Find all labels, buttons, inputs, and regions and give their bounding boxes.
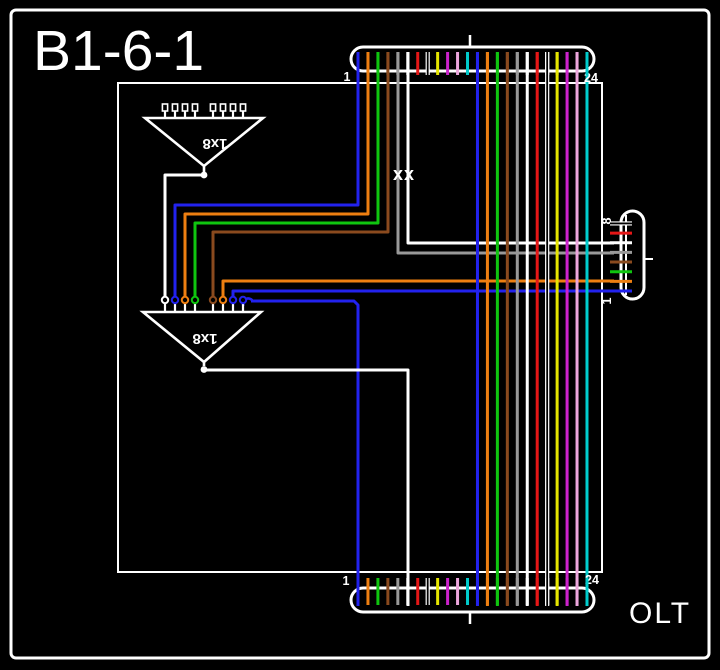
top-connector-label-1: 1 bbox=[344, 70, 351, 84]
lower-port-splice-8 bbox=[238, 295, 248, 305]
fiber-wire-orange bbox=[183, 52, 370, 298]
lower-port-splice-6 bbox=[218, 295, 228, 305]
fiber-wire-blue bbox=[251, 299, 360, 606]
fiber-wires bbox=[163, 52, 614, 606]
page-title: B1-6-1 bbox=[33, 19, 204, 83]
upper-port-terminator-5 bbox=[209, 103, 217, 112]
upper-port-terminator-2 bbox=[171, 103, 179, 112]
splice-mark: xx bbox=[393, 164, 415, 184]
upper-port-terminator-8 bbox=[239, 103, 247, 112]
lower-port-splice-1 bbox=[160, 295, 170, 305]
bottom-connector-pins bbox=[356, 578, 589, 605]
splitter-lower-ports bbox=[160, 295, 248, 312]
upper-port-terminator-3 bbox=[181, 103, 189, 112]
fiber-wire-blue bbox=[173, 52, 360, 298]
lower-port-splice-7 bbox=[228, 295, 238, 305]
upper-port-terminator-4 bbox=[191, 103, 199, 112]
fiber-wire-orange bbox=[221, 279, 614, 298]
right-connector-pins bbox=[610, 221, 632, 293]
right-connector-label-8: 8 bbox=[600, 217, 614, 224]
splitter-lower-input-dot bbox=[200, 366, 208, 373]
splitter-lower-label: 1x8 bbox=[192, 330, 217, 347]
fiber-wire-white bbox=[163, 173, 203, 298]
olt-label: OLT bbox=[629, 597, 691, 630]
bottom-connector-label-24: 24 bbox=[585, 573, 599, 587]
bottom-connector: 1 24 bbox=[343, 573, 599, 624]
top-connector-pins bbox=[356, 52, 589, 75]
upper-port-terminator-6 bbox=[219, 103, 227, 112]
splitter-lower: 1x8 bbox=[139, 295, 265, 373]
cable-zone-border bbox=[117, 82, 603, 573]
splitter-upper-input-dot bbox=[200, 171, 208, 179]
lower-port-splice-3 bbox=[180, 295, 190, 305]
lower-port-splice-4 bbox=[190, 295, 200, 305]
splitter-upper-ports bbox=[161, 103, 247, 118]
splitter-upper-label: 1x8 bbox=[202, 135, 227, 152]
fiber-wire-brown bbox=[211, 52, 390, 298]
fiber-wire-green bbox=[193, 52, 380, 298]
upper-port-terminator-1 bbox=[161, 103, 169, 112]
right-connector-label-1: 1 bbox=[600, 297, 614, 304]
through-fibers bbox=[475, 52, 589, 606]
top-connector: 1 24 bbox=[344, 35, 598, 85]
splitter-upper: 1x8 bbox=[141, 103, 267, 179]
lower-port-splice-2 bbox=[170, 295, 180, 305]
fiber-wire-white bbox=[206, 368, 410, 606]
right-connector: 8 1 bbox=[600, 209, 653, 304]
fiber-wire-slate bbox=[396, 52, 614, 255]
lower-port-splice-5 bbox=[208, 295, 218, 305]
upper-port-terminator-7 bbox=[229, 103, 237, 112]
bottom-connector-label-1: 1 bbox=[343, 574, 350, 588]
outer-border bbox=[9, 8, 711, 660]
